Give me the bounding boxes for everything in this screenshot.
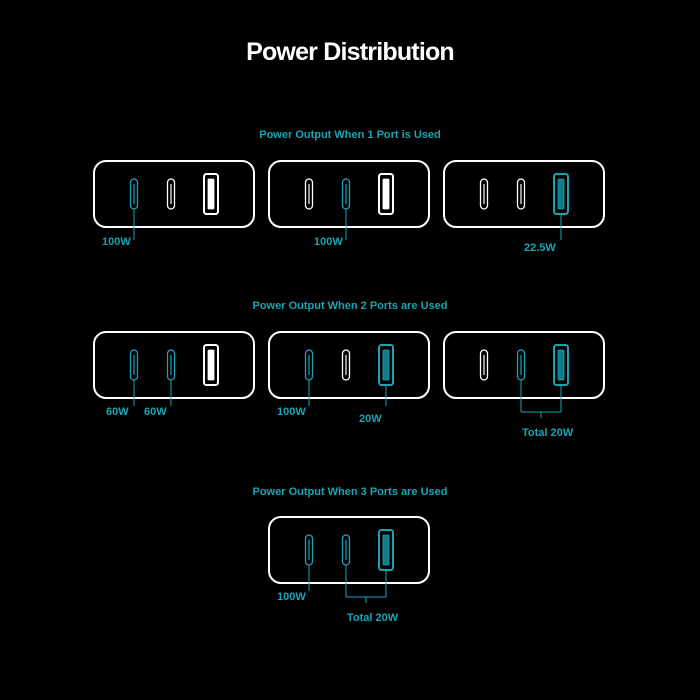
charger-outline [93,331,255,399]
usb-c-port [341,349,351,381]
section-heading-1-port: Power Output When 1 Port is Used [259,129,441,141]
power-output-label: 100W [314,236,343,248]
charger-config-2-1: 60W 60W [93,331,255,418]
charger-config-3-1: 100W Total 20W [268,516,430,624]
usb-c-port [166,178,176,210]
power-output-label: 100W [277,406,306,418]
power-output-label: 60W [144,406,167,418]
usb-c-port [516,178,526,210]
usb-a-port-active-tongue [382,349,390,381]
section-heading-3-ports: Power Output When 3 Ports are Used [252,486,448,498]
usb-a-port-tongue [207,349,215,381]
page-title: Power Distribution [246,38,455,66]
usb-a-port-tongue [207,178,215,210]
charger-outline [93,160,255,228]
charger-config-2-3: Total 20W [443,331,605,439]
usb-c-port [479,178,489,210]
power-output-label: 60W [106,406,129,418]
usb-a-port-active-tongue [382,534,390,566]
power-output-label: 20W [359,413,382,425]
usb-a-port-tongue [382,178,390,210]
usb-c-port [479,349,489,381]
charger-outline [268,160,430,228]
power-output-label: 22.5W [524,242,556,254]
section-heading-2-ports: Power Output When 2 Ports are Used [252,300,448,312]
charger-outline [443,160,605,228]
charger-outline [443,331,605,399]
power-output-label: 100W [102,236,131,248]
charger-config-2-2: 100W 20W [268,331,430,425]
usb-a-port [203,173,219,215]
charger-config-1-3: 22.5W [443,160,605,254]
usb-a-port-active-tongue [557,349,565,381]
charger-outline [268,331,430,399]
charger-config-1-1: 100W [93,160,255,248]
usb-c-port [304,178,314,210]
power-output-label: 100W [277,591,306,603]
usb-a-port [378,173,394,215]
power-output-label: Total 20W [347,612,399,624]
charger-config-1-2: 100W [268,160,430,248]
usb-a-port [203,344,219,386]
charger-outline [268,516,430,584]
usb-a-port-active-tongue [557,178,565,210]
power-output-label: Total 20W [522,427,574,439]
